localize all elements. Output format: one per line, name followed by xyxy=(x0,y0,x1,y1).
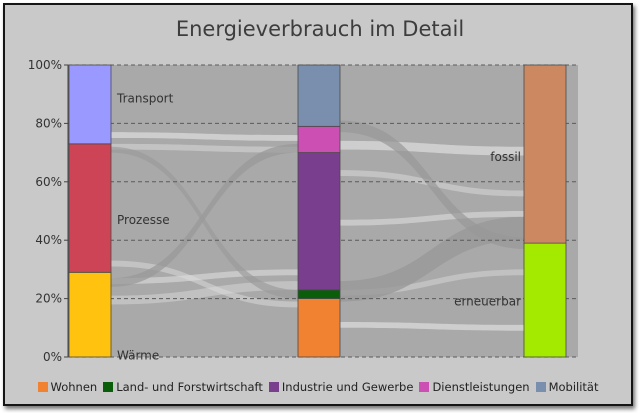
column-segment-middle xyxy=(297,125,341,154)
column-segment-middle xyxy=(297,289,341,299)
chart-title: Energieverbrauch im Detail xyxy=(175,17,465,41)
y-tick-label: 100% xyxy=(28,58,62,72)
flow-band xyxy=(111,269,298,284)
column-segment-middle xyxy=(297,64,341,127)
segment-label: Transport xyxy=(116,92,174,106)
flow-band xyxy=(111,260,298,308)
legend-swatch xyxy=(37,382,48,392)
legend-swatch xyxy=(419,382,430,392)
legend-item: Land- und Forstwirtschaft xyxy=(103,380,263,394)
sankey-plot: 0% 20% 40% 60% 80% 100% Wärme Prozesse Transport… xyxy=(28,58,578,364)
legend-item: Wohnen xyxy=(37,380,98,394)
flow-band xyxy=(340,321,524,331)
legend-label: Mobilität xyxy=(548,380,599,394)
flow-band xyxy=(340,140,524,156)
column-segment-right xyxy=(523,64,567,244)
y-tick-label: 20% xyxy=(35,292,62,306)
flow-band xyxy=(111,143,298,287)
legend-swatch xyxy=(103,382,114,392)
column-segment-left xyxy=(68,271,112,358)
flow-band xyxy=(111,143,298,153)
segment-label: erneuerbar xyxy=(454,295,521,309)
legend-label: Industrie und Gewerbe xyxy=(281,380,414,394)
column-segment-left xyxy=(68,143,112,273)
y-tick-label: 40% xyxy=(35,233,62,247)
legend-label: Land- und Forstwirtschaft xyxy=(116,380,263,394)
column-segment-middle xyxy=(297,152,341,291)
column-segment-right xyxy=(523,242,567,358)
legend: Wohnen Land- und Forstwirtschaft Industrie… xyxy=(5,377,631,397)
legend-item: Industrie und Gewerbe xyxy=(268,380,414,394)
flow-band xyxy=(340,120,524,249)
y-tick-label: 0% xyxy=(43,350,62,364)
flow-band xyxy=(340,216,524,302)
segment-label: Prozesse xyxy=(117,213,170,227)
y-tick-label: 60% xyxy=(35,175,62,189)
legend-item: Dienstleistungen xyxy=(419,380,530,394)
legend-swatch xyxy=(535,382,546,392)
flow-band xyxy=(111,132,298,141)
column-segment-middle xyxy=(297,298,341,358)
segment-label: Wärme xyxy=(117,349,159,363)
legend-label: Wohnen xyxy=(50,380,98,394)
flow-band xyxy=(111,146,298,299)
legend-label: Dienstleistungen xyxy=(432,380,530,394)
segment-label: fossil xyxy=(490,150,521,164)
chart-frame: Energieverbrauch im Detail 0% 20% 40% 60% 80… xyxy=(3,3,633,406)
legend-item: Mobilität xyxy=(535,380,599,394)
flow-band xyxy=(340,211,524,226)
y-tick-label: 80% xyxy=(35,116,62,130)
column-segment-left xyxy=(68,64,112,145)
flow-band xyxy=(111,281,298,305)
legend-swatch xyxy=(268,382,279,392)
